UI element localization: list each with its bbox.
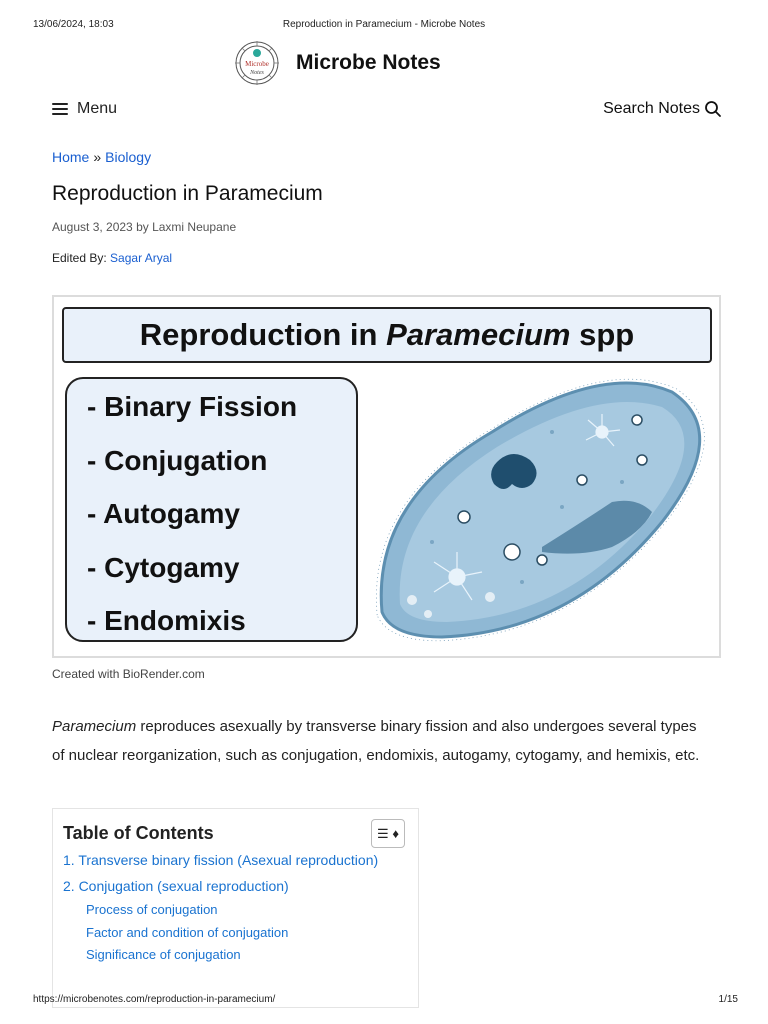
hero-list-item: - Binary Fission	[87, 391, 298, 422]
toc-sublink[interactable]: Significance of conjugation	[86, 947, 241, 962]
print-url: https://microbenotes.com/reproduction-in…	[33, 994, 276, 1005]
hero-list-item: - Conjugation	[87, 444, 268, 476]
breadcrumb: Home»Biology	[52, 149, 151, 165]
hero-title-prefix: Reproduction in	[139, 317, 378, 352]
intro-text: reproduces asexually by transverse binar…	[52, 718, 700, 764]
svg-text:Notes: Notes	[249, 70, 264, 76]
toc-link[interactable]: 2. Conjugation (sexual reproduction)	[63, 878, 289, 894]
paramecium-illustration	[376, 378, 705, 642]
microbe-notes-logo-icon: Microbe Notes	[235, 41, 279, 85]
search-button[interactable]: Search Notes	[603, 100, 722, 118]
hero-title: Reproduction in Paramecium spp	[62, 307, 712, 363]
toc-toggle-icon: ☰ ♦	[377, 825, 399, 841]
hero-reproduction-list: - Binary Fission - Conjugation - Autogam…	[65, 377, 358, 642]
search-icon	[705, 101, 721, 117]
table-of-contents: Table of Contents ☰ ♦ 1. Transverse bina…	[52, 808, 419, 1008]
page-title: Reproduction in Paramecium	[52, 182, 323, 205]
toc-toggle-button[interactable]: ☰ ♦	[371, 819, 405, 848]
menu-button[interactable]: Menu	[52, 100, 117, 118]
intro-italic-lead: Paramecium	[52, 718, 137, 735]
breadcrumb-home-link[interactable]: Home	[52, 149, 90, 165]
hamburger-icon	[52, 103, 68, 115]
toc-link[interactable]: 1. Transverse binary fission (Asexual re…	[63, 852, 379, 868]
toc-sublink[interactable]: Factor and condition of conjugation	[86, 924, 289, 940]
main-nav: Menu Search Notes	[52, 100, 722, 124]
toc-list: 1. Transverse binary fission (Asexual re…	[63, 847, 418, 967]
breadcrumb-biology-link[interactable]: Biology	[105, 149, 152, 165]
site-brand[interactable]: Microbe Notes Microbe Notes	[232, 40, 441, 86]
search-label: Search Notes	[603, 100, 700, 117]
edited-by: Edited By: Sagar Aryal	[52, 251, 172, 265]
print-page-number: 1/15	[718, 994, 738, 1005]
image-caption: Created with BioRender.com	[52, 667, 205, 681]
contractile-vacuole-bottom	[433, 552, 483, 601]
hero-title-suffix: spp	[579, 317, 635, 352]
contractile-vacuole-top	[585, 414, 621, 447]
hero-image: Reproduction in Paramecium spp - Binary …	[52, 295, 721, 658]
hero-list-item: - Cytogamy	[87, 551, 240, 583]
article-meta: August 3, 2023 by Laxmi Neupane	[52, 220, 237, 234]
hero-list-item: - Endomixis	[87, 605, 246, 636]
toc-title: Table of Contents	[63, 823, 214, 843]
toc-sublink[interactable]: Process of conjugation	[86, 902, 218, 917]
intro-paragraph: Paramecium reproduces asexually by trans…	[52, 712, 712, 770]
print-page-title: Reproduction in Paramecium - Microbe Not…	[282, 19, 486, 30]
hero-list-item: - Autogamy	[87, 498, 240, 529]
print-header: 13/06/2024, 18:03 Reproduction in Parame…	[0, 19, 768, 33]
breadcrumb-separator: »	[93, 149, 102, 165]
site-name: Microbe Notes	[296, 51, 441, 74]
edited-by-label: Edited By:	[52, 251, 107, 265]
hero-title-italic: Paramecium	[386, 317, 571, 352]
oral-groove	[542, 500, 652, 554]
menu-label: Menu	[77, 100, 118, 117]
print-datetime: 13/06/2024, 18:03	[33, 19, 114, 30]
macronucleus	[491, 453, 537, 489]
svg-text:Microbe: Microbe	[245, 60, 269, 68]
editor-link[interactable]: Sagar Aryal	[110, 251, 173, 265]
